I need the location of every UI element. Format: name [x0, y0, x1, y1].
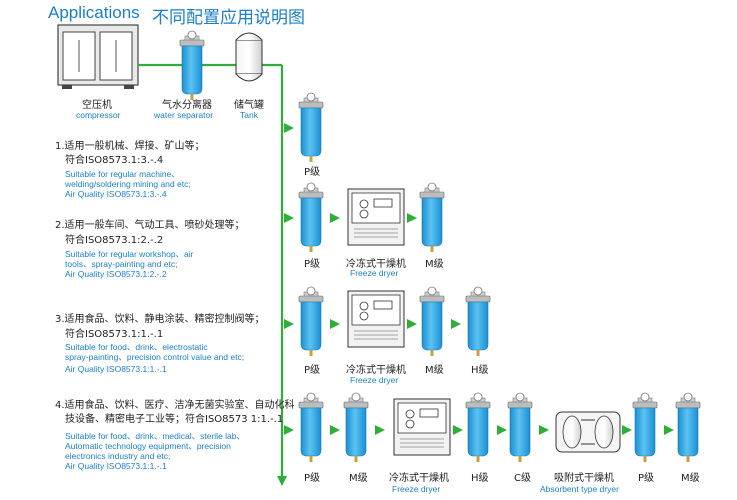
- row1-desc-cn-1: 1.适用一般机械、焊接、矿山等；: [55, 141, 205, 152]
- tank-icon: [235, 32, 263, 82]
- row3-dryer-label-cn: 冷冻式干燥机: [346, 365, 406, 376]
- compressor-label-en: compressor: [76, 110, 121, 120]
- row1-desc-en-2: welding/soldering mining and etc;: [65, 179, 191, 189]
- tank-label-cn: 储气罐: [234, 100, 264, 111]
- row4-h-label: H级: [471, 473, 489, 484]
- row4-desc-en-1: Suitable for food、drink、medical、sterile …: [65, 431, 245, 441]
- row4-c-label: C级: [514, 473, 531, 484]
- row1-desc-en-1: Suitable for regular machine、: [65, 169, 180, 179]
- row4-desc-en-3: electronics industry and etc;: [65, 451, 171, 461]
- row1-p-label: P级: [304, 167, 321, 178]
- row4-ads-dryer-label-en: Absorbent type dryer: [540, 484, 619, 494]
- row4-ads-dryer-label-cn: 吸附式干燥机: [554, 473, 614, 484]
- row4-dryer-label-cn: 冷冻式干燥机: [389, 473, 449, 484]
- row4-desc-cn-2: 技设备、精密电子工业等；符合ISO8573 1:1.-.1: [65, 414, 284, 425]
- row4-desc-en-4: Air Quality ISO8573.1:1.-.1: [65, 461, 167, 471]
- row1-desc-cn-2: 符合ISO8573.1:3.-.4: [65, 155, 164, 166]
- row3-h-label: H级: [471, 365, 489, 376]
- separator-label-en: water separator: [154, 110, 214, 120]
- row2-desc-en-1: Suitable for regular workshop、air: [65, 249, 194, 259]
- row4-dryer-label-en: Freeze dryer: [392, 484, 441, 494]
- pipe-end-arrow: [277, 476, 287, 486]
- separator-label-cn: 气水分离器: [162, 100, 212, 111]
- row4-desc-en-2: Automatic technology equipment、precision: [65, 441, 231, 451]
- row3-desc-cn-2: 符合ISO8573.1:1.-.1: [65, 329, 164, 340]
- row2-p-label: P级: [304, 259, 321, 270]
- row2-desc-cn-2: 符合ISO8573.1:2.-.2: [65, 235, 164, 246]
- row4-desc-cn-1: 4.适用食品、饮料、医疗、洁净无菌实验室、自动化科: [55, 400, 295, 411]
- row3-desc-en-2: spray-painting、precision control value a…: [65, 352, 245, 362]
- adsorption-dryer-icon: [555, 411, 621, 453]
- title-english: Applications: [48, 3, 140, 22]
- row1-desc-en-3: Air Quality ISO8573.1:3.-.4: [65, 189, 167, 199]
- compressor-label-cn: 空压机: [82, 100, 112, 111]
- row3-desc-en-3: Air Quality ISO8573.1:1.-.1: [65, 364, 167, 374]
- row3-m-label: M级: [425, 365, 444, 376]
- row3-desc-cn-1: 3.适用食品、饮料、静电涂装、精密控制阀等；: [55, 314, 265, 325]
- row4-p2-label: P级: [638, 473, 655, 484]
- compressor-unit: [57, 24, 139, 89]
- row4-m-label: M级: [349, 473, 368, 484]
- row3-dryer-label-en: Freeze dryer: [350, 375, 399, 385]
- row3-desc-en-1: Suitable for food、drink、electrostatic: [65, 342, 208, 352]
- row2-desc-en-2: tools、spray-painting and etc;: [65, 259, 178, 269]
- title-chinese: 不同配置应用说明图: [152, 8, 305, 28]
- row2-dryer-label-cn: 冷冻式干燥机: [346, 259, 406, 270]
- row4-m2-label: M级: [681, 473, 700, 484]
- row2-m-label: M级: [425, 259, 444, 270]
- row2-desc-en-3: Air Quality ISO8573.1:2.-.2: [65, 269, 167, 279]
- row2-desc-cn-1: 2.适用一般车间、气动工具、喷砂处理等；: [55, 220, 245, 231]
- row2-dryer-label-en: Freeze dryer: [350, 268, 399, 278]
- water-separator-icon: [179, 30, 205, 101]
- tank-label-en: Tank: [240, 110, 258, 120]
- row4-p-label: P级: [304, 473, 321, 484]
- row3-p-label: P级: [304, 365, 321, 376]
